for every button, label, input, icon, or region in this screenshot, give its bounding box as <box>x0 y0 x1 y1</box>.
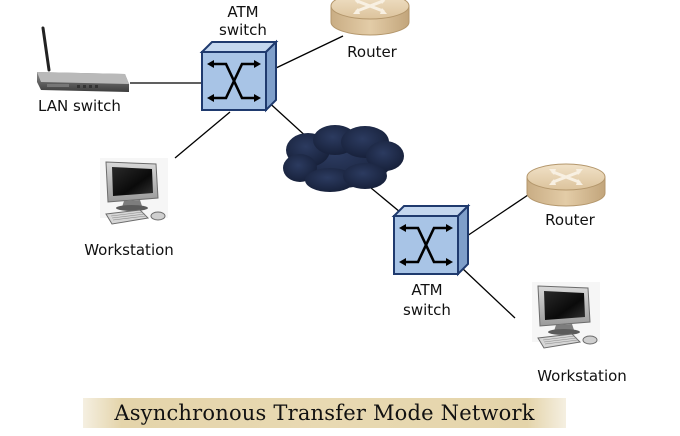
atm-switch-icon <box>392 204 470 276</box>
atm-switch-bottom: ATM switch <box>392 204 470 319</box>
lan-switch-label: LAN switch <box>38 97 121 115</box>
atm-switch-top-label-line2: switch <box>219 21 267 39</box>
router-icon <box>525 162 607 208</box>
link-atm-top-to-workstation-left <box>174 111 231 159</box>
router-top-label: Router <box>347 43 398 61</box>
router-right-label: Router <box>545 211 596 229</box>
atm-switch-top: ATM switch <box>200 3 278 112</box>
link-atm-bottom-to-router-right <box>466 194 529 237</box>
workstation-left: Workstation <box>84 157 174 259</box>
atm-switch-icon <box>200 40 278 112</box>
atm-switch-bottom-label-line1: ATM <box>411 281 442 299</box>
atm-switch-bottom-label-line2: switch <box>403 301 451 319</box>
router-right: Router <box>525 162 607 229</box>
workstation-icon <box>531 281 601 349</box>
caption-band <box>83 398 566 428</box>
link-atm-bottom-to-workstation-right <box>461 267 516 319</box>
atm-switch-top-label-line1: ATM <box>227 3 258 21</box>
lan-switch-icon <box>37 26 129 92</box>
diagram-caption: Asynchronous Transfer Mode Network <box>114 401 535 425</box>
workstation-left-label: Workstation <box>84 241 174 259</box>
workstation-icon <box>99 157 169 225</box>
workstation-right: Workstation <box>531 281 627 385</box>
router-icon <box>329 0 411 37</box>
router-top: Router <box>329 0 411 61</box>
cloud-icon <box>283 125 404 192</box>
link-atm-top-to-router-top <box>275 35 344 69</box>
workstation-right-label: Workstation <box>537 367 627 385</box>
